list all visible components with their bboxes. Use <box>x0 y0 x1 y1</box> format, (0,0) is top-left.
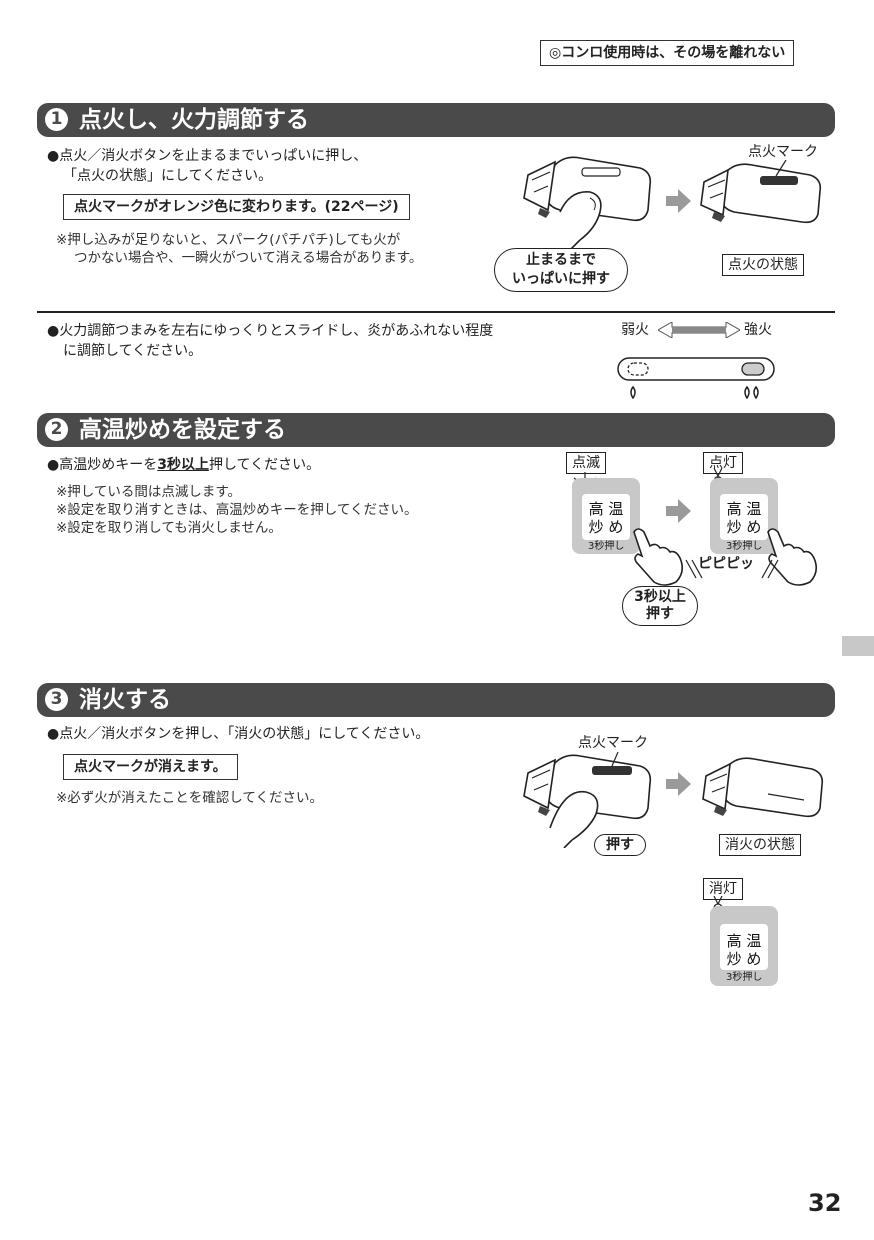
s2-press-bubble: 3秒以上 押す <box>622 586 698 626</box>
tag-blink: 点滅 <box>566 452 606 474</box>
high-temp-key-blink: 高 温 炒 め 3秒押し <box>572 478 640 554</box>
weak-label: 弱火 <box>621 322 649 338</box>
ignition-off-illustration <box>702 757 824 818</box>
s2-note-3: ※設定を取り消しても消火しません。 <box>56 520 282 536</box>
header-note: ◎コンロ使用時は、その場を離れない <box>540 40 795 66</box>
s2-note-2: ※設定を取り消すときは、高温炒めキーを押してください。 <box>56 502 418 518</box>
s1-mark-label: 点火マーク <box>748 144 818 160</box>
section-title: 高温炒めを設定する <box>79 417 286 443</box>
arrow-right-icon <box>666 189 691 213</box>
arrow-right-icon <box>666 499 691 523</box>
key-label-line2: 炒 め <box>726 950 762 968</box>
key-label-line1: 高 温 <box>726 500 762 518</box>
key-label-line1: 高 温 <box>588 500 624 518</box>
s1-adjust-line2: に調節してください。 <box>63 343 203 359</box>
tag-lit: 点灯 <box>703 452 743 474</box>
sound-lines-icon <box>685 559 779 579</box>
finger-press-icon <box>767 528 818 586</box>
s3-note: ※必ず火が消えたことを確認してください。 <box>56 790 324 806</box>
ignition-on-illustration <box>700 160 822 224</box>
tag-off: 消灯 <box>703 878 743 900</box>
s1-state-label: 点火の状態 <box>722 254 804 276</box>
key-label-line2: 炒 め <box>588 518 624 536</box>
ignition-button-pressed-illustration <box>523 156 652 250</box>
s3-bullet: ●点火／消火ボタンを押し、「消火の状態」にしてください。 <box>47 726 430 742</box>
section-number: 2 <box>45 418 68 441</box>
s1-note-line1: ※押し込みが足りないと、スパーク(パチパチ)しても火が <box>56 232 401 248</box>
key-sub-label: 3秒押し <box>588 541 625 552</box>
ignition-button-press-off-illustration <box>523 751 652 848</box>
key-face <box>720 494 768 540</box>
bubble-line-1: 3秒以上 <box>634 589 686 605</box>
arrow-right-icon <box>666 772 691 796</box>
bubble-line-2: 押す <box>646 606 674 622</box>
double-arrow-icon <box>658 322 740 338</box>
section-title: 消火する <box>79 687 171 713</box>
s1-bullet-line1: ●点火／消火ボタンを止まるまでいっぱいに押し、 <box>47 148 368 164</box>
s1-adjust-line1: ●火力調節つまみを左右にゆっくりとスライドし、炎があふれない程度 <box>47 323 494 339</box>
s2-note-1: ※押している間は点滅します。 <box>56 484 242 500</box>
key-face <box>582 494 630 540</box>
high-temp-key-off: 高 温 炒 め 3秒押し <box>710 906 778 986</box>
bubble-line-2: いっぱいに押す <box>512 271 610 287</box>
section-2-header: 2 高温炒めを設定する <box>37 413 835 447</box>
page-edge-tab <box>842 636 874 656</box>
s3-boxed-note: 点火マークが消えます。 <box>63 754 238 780</box>
s3-state-label: 消火の状態 <box>719 834 801 856</box>
key-sub-label: 3秒押し <box>726 541 763 552</box>
strong-label: 強火 <box>744 322 772 338</box>
beep-text: ピピピッ <box>698 556 754 572</box>
divider <box>37 311 835 313</box>
section-3-header: 3 消火する <box>37 683 835 717</box>
s1-press-bubble: 止まるまで いっぱいに押す <box>494 248 628 292</box>
s2-bullet: ●高温炒めキーを3秒以上押してください。 <box>47 455 320 475</box>
s1-bullet-line2: 「点火の状態」にしてください。 <box>63 168 273 184</box>
high-temp-key-lit: 高 温 炒 め 3秒押し <box>710 478 778 554</box>
bubble-line-1: 止まるまで <box>526 252 596 268</box>
flame-slider-illustration <box>617 357 775 400</box>
section-number: 3 <box>45 688 68 711</box>
key-label-line1: 高 温 <box>726 932 762 950</box>
section-number: 1 <box>45 108 68 131</box>
key-sub-label: 3秒押し <box>726 972 763 983</box>
s1-boxed-note: 点火マークがオレンジ色に変わります。(22ページ) <box>63 194 410 220</box>
s2-bullet-pre: ●高温炒めキーを <box>47 457 158 473</box>
s3-press-bubble: 押す <box>594 834 646 856</box>
s2-bullet-post: 押してください。 <box>208 457 321 473</box>
finger-press-icon <box>633 528 684 586</box>
s1-note-line2: つかない場合や、一瞬火がついて消える場合があります。 <box>74 250 423 266</box>
key-label-line2: 炒 め <box>726 518 762 536</box>
page-number: 32 <box>808 1189 842 1217</box>
s2-bullet-emphasis: 3秒以上 <box>157 457 209 473</box>
section-title: 点火し、火力調節する <box>79 107 309 133</box>
s3-mark-label: 点火マーク <box>578 735 648 751</box>
section-1-header: 1 点火し、火力調節する <box>37 103 835 137</box>
key-face <box>720 924 768 970</box>
